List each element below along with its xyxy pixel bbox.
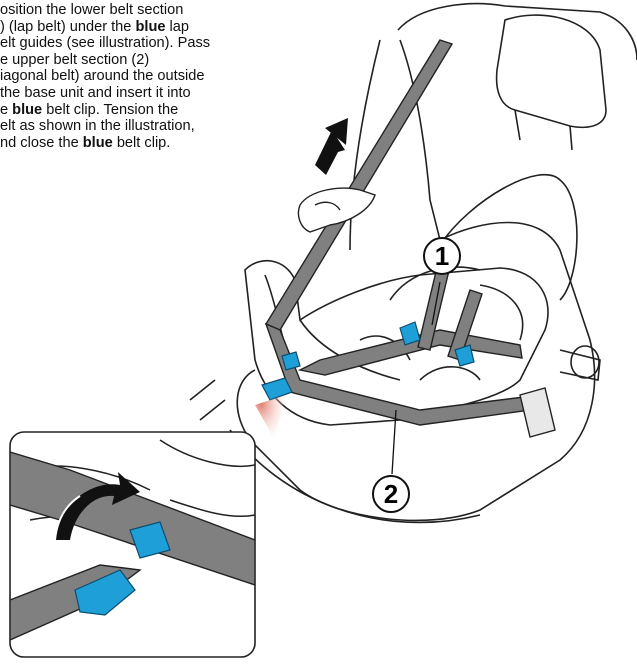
belt-clip-left xyxy=(261,377,293,401)
instruction-line-7a: e xyxy=(0,101,13,118)
belt-clip-mid xyxy=(399,321,421,346)
blue-keyword: blue xyxy=(82,134,113,151)
blue-belt-clips xyxy=(261,321,475,401)
instruction-line-1: osition the lower belt section xyxy=(0,2,184,18)
instruction-line-2a: ) (lap belt) under the xyxy=(0,18,136,35)
instruction-line-2b: lap xyxy=(165,18,190,35)
inset-clip-bottom xyxy=(74,569,136,616)
detail-inset xyxy=(9,431,256,658)
inset-lap-belt xyxy=(10,451,255,586)
zoom-indicator xyxy=(255,395,285,440)
belt-buckle xyxy=(519,387,556,438)
rotate-arrow-icon xyxy=(54,472,140,541)
instruction-line-9b: belt clip. xyxy=(112,134,171,151)
instruction-line-4: e upper belt section (2) xyxy=(0,51,150,68)
hand-icon xyxy=(297,187,376,233)
blue-keyword: blue xyxy=(12,101,43,118)
vehicle-seat xyxy=(189,2,637,524)
instruction-line-7b: belt clip. Tension the xyxy=(42,101,179,118)
vehicle-belt xyxy=(264,39,546,426)
callout-label-1: 1 xyxy=(435,241,449,271)
callout-2: 2 xyxy=(372,409,410,513)
instruction-line-6: the base unit and insert it into xyxy=(0,84,191,101)
belt-clip-right xyxy=(454,344,475,367)
blue-keyword: blue xyxy=(135,18,166,35)
inset-clip-top xyxy=(129,521,171,559)
arrow-up-icon xyxy=(315,118,348,175)
instruction-line-8: elt as shown in the illustration, xyxy=(0,118,195,135)
diagonal-belt-upper xyxy=(264,39,454,331)
callout-1: 1 xyxy=(423,237,461,326)
instruction-line-5: iagonal belt) around the outside xyxy=(0,68,205,85)
callout-label-2: 2 xyxy=(384,479,398,509)
instruction-text: osition the lower belt section ) (lap be… xyxy=(0,2,300,151)
instruction-line-9a: nd close the xyxy=(0,134,83,151)
instruction-line-3: elt guides (see illustration). Pass xyxy=(0,35,211,52)
